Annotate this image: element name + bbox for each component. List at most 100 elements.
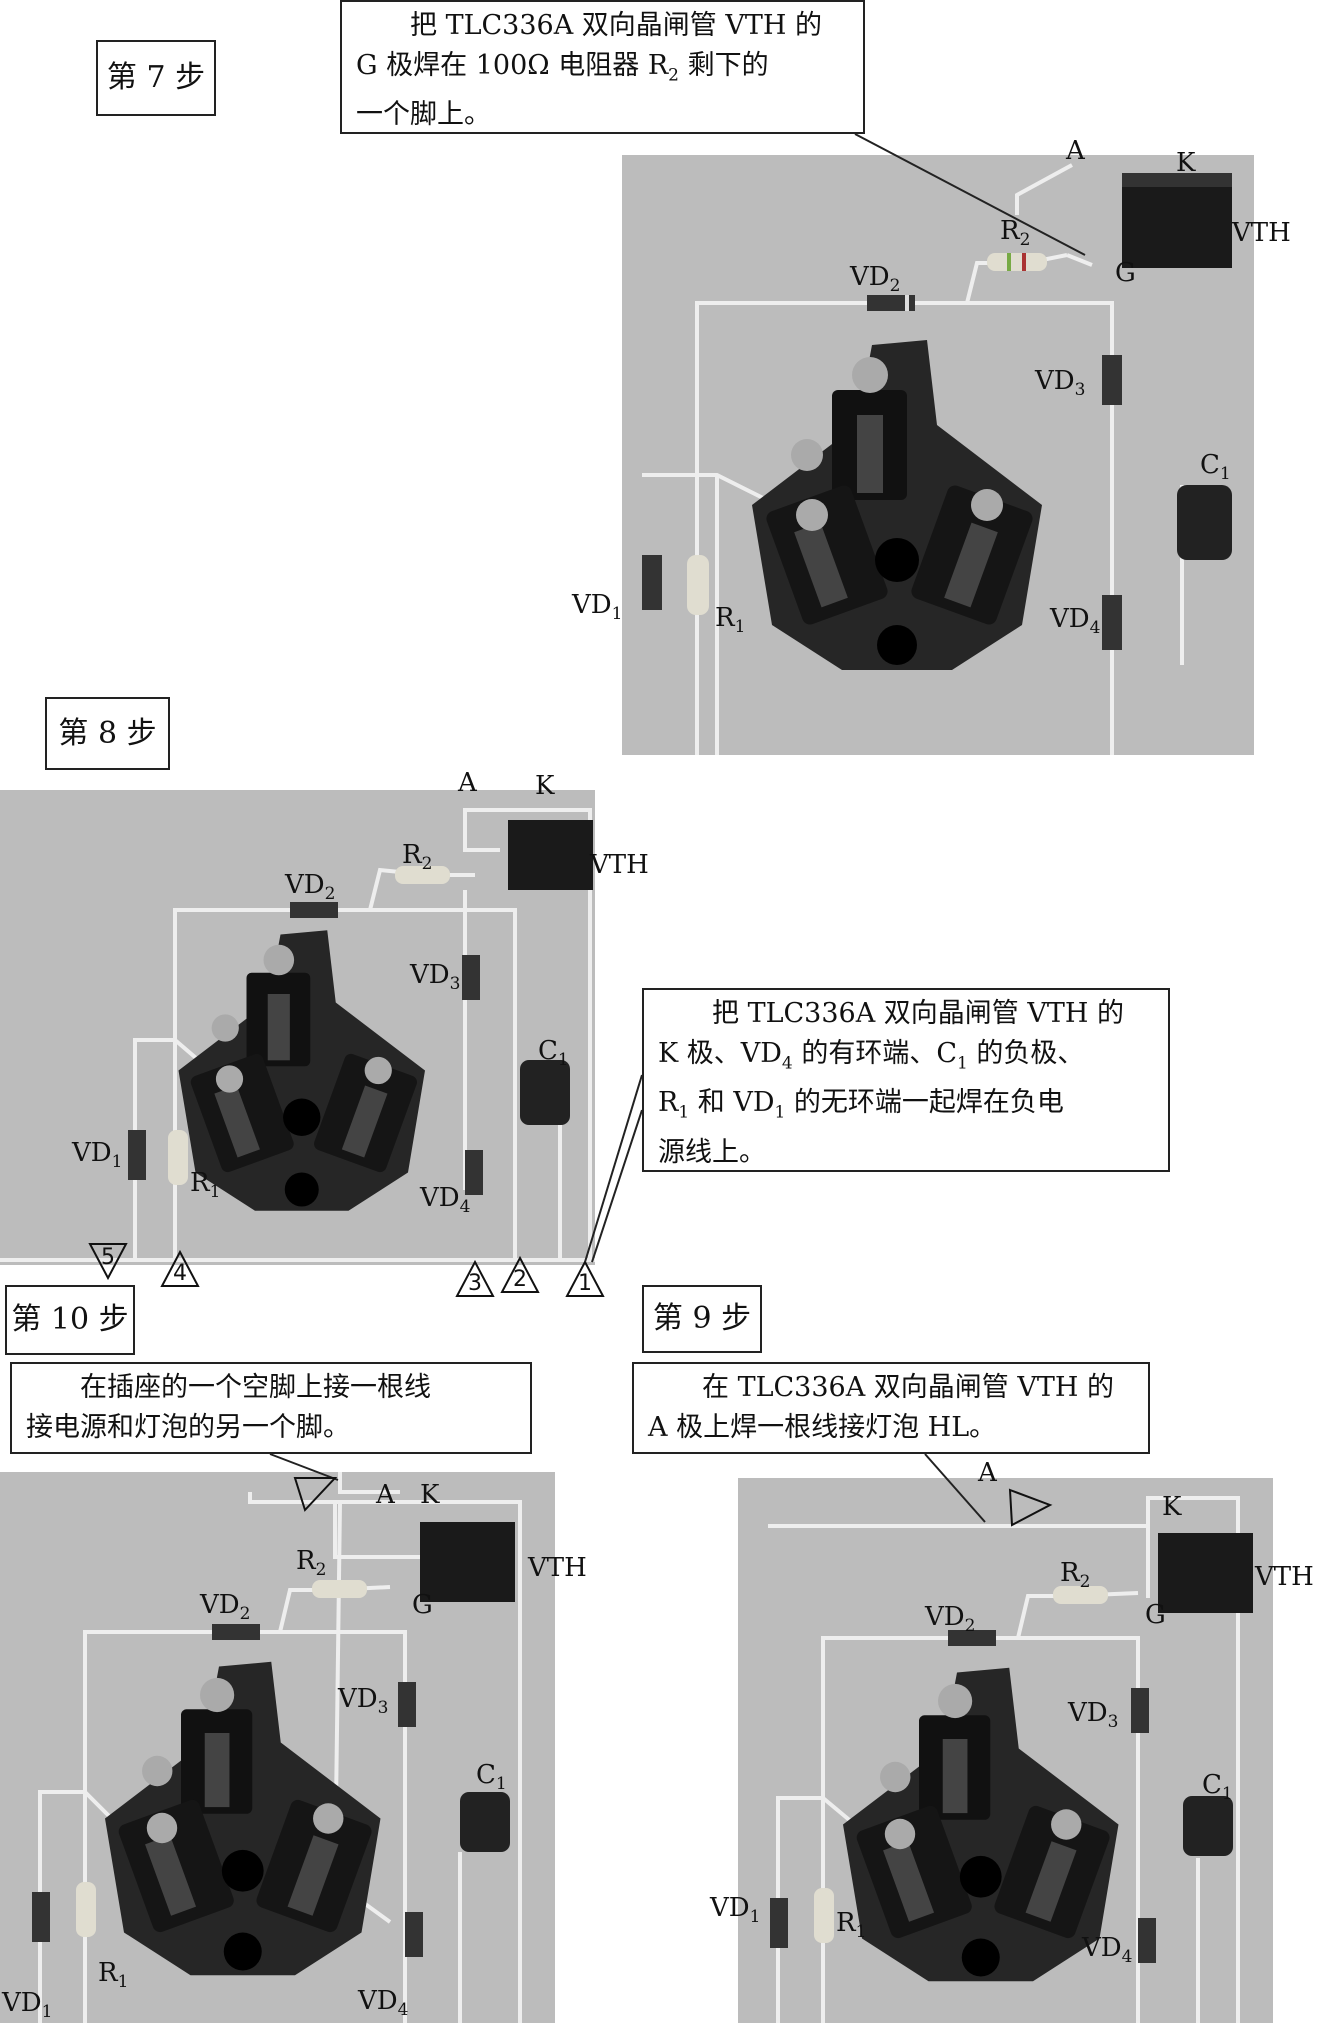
step9-label-VTH: VTH	[1255, 1562, 1314, 1592]
step8-vd2-diode	[290, 902, 338, 918]
step9-note-line1: 在 TLC336A 双向晶闸管 VTH 的	[702, 1372, 1115, 1403]
step9-label-R1: R1	[836, 1908, 867, 1943]
step8-label-C1: C1	[538, 1036, 569, 1071]
step7-label-G: G	[1115, 258, 1136, 288]
step10-vd3-diode	[398, 1682, 416, 1727]
step10-label-VD4: VD4	[358, 1986, 409, 2021]
step8-point-4: 4	[160, 1250, 200, 1288]
step8-vd1-diode	[128, 1130, 146, 1180]
step10-label-R1: R1	[98, 1958, 129, 1993]
step8-label-VD2: VD2	[285, 870, 336, 905]
step7-title: 第 7 步	[106, 60, 206, 95]
step10-note-line2: 接电源和灯泡的另一个脚。	[26, 1412, 350, 1443]
step7-vd4-diode	[1102, 595, 1122, 650]
step7-label-VD1: VD1	[572, 590, 623, 625]
step10-title-box: 第 10 步	[5, 1285, 135, 1355]
step9-title-box: 第 9 步	[642, 1285, 762, 1353]
step8-socket	[178, 930, 425, 1211]
step8-label-VD1: VD1	[72, 1138, 123, 1173]
step8-title: 第 8 步	[58, 715, 157, 751]
step10-photo	[0, 1472, 555, 2023]
step8-r1-resistor	[168, 1130, 188, 1185]
step7-vth-chip	[1122, 173, 1232, 268]
step10-label-A: A	[376, 1480, 395, 1510]
step10-vd4-diode	[405, 1912, 423, 1957]
step10-label-VD1: VD1	[2, 1988, 53, 2023]
step7-label-VD2: VD2	[850, 262, 901, 297]
step10-vth-chip	[420, 1522, 515, 1602]
step10-label-G: G	[412, 1590, 433, 1620]
step10-note-line1: 在插座的一个空脚上接一根线	[80, 1372, 431, 1403]
step7-note-line2c: 剩下的	[678, 50, 769, 81]
step10-title: 第 10 步	[11, 1302, 129, 1337]
step9-label-C1: C1	[1202, 1770, 1233, 1805]
step8-label-R2: R2	[402, 840, 433, 875]
step7-vd3-diode	[1102, 355, 1122, 405]
step7-vd2-diode	[867, 295, 915, 311]
step7-label-A: A	[1066, 136, 1085, 166]
step8-vth-chip	[508, 820, 593, 890]
step9-vth-chip	[1158, 1533, 1253, 1613]
step7-vd1-diode	[642, 555, 662, 610]
step9-vd2-diode	[948, 1630, 996, 1646]
step9-label-R2: R2	[1060, 1558, 1091, 1593]
step7-label-C1: C1	[1200, 450, 1231, 485]
step9-label-VD2: VD2	[925, 1602, 976, 1637]
step9-label-G: G	[1145, 1600, 1166, 1630]
step10-label-C1: C1	[476, 1760, 507, 1795]
step7-r1-resistor	[687, 555, 709, 615]
step7-title-box: 第 7 步	[96, 40, 216, 116]
step7-r2-resistor	[987, 253, 1047, 271]
step7-note: 把 TLC336A 双向晶闸管 VTH 的 G 极焊在 100Ω 电阻器 R2 …	[340, 0, 865, 134]
step8-note: 把 TLC336A 双向晶闸管 VTH 的 K 极、VD4 的有环端、C1 的负…	[642, 988, 1170, 1172]
step8-photo	[0, 790, 595, 1265]
step8-label-VTH: VTH	[590, 850, 649, 880]
step9-label-VD4: VD4	[1082, 1933, 1133, 1968]
step10-c1-capacitor	[460, 1792, 510, 1852]
step7-label-VD4: VD4	[1050, 604, 1101, 639]
step8-label-VD4: VD4	[420, 1183, 471, 1218]
step9-label-VD1: VD1	[710, 1893, 761, 1928]
step7-note-line2a: G 极焊在 100Ω 电阻器 R	[356, 50, 669, 81]
step10-label-VD3: VD3	[338, 1684, 389, 1719]
step8-c1-capacitor	[520, 1060, 570, 1125]
step7-label-K: K	[1176, 148, 1196, 178]
step9-note-line2: A 极上焊一根线接灯泡 HL。	[648, 1412, 997, 1443]
step8-point-5: 5	[88, 1242, 128, 1280]
step7-label-VD3: VD3	[1035, 366, 1086, 401]
step8-circuit	[0, 808, 595, 1262]
step9-vd3-diode	[1131, 1688, 1149, 1733]
step7-label-VTH: VTH	[1232, 218, 1291, 248]
step7-socket	[752, 340, 1042, 670]
step10-label-R2: R2	[296, 1546, 327, 1581]
step8-note-line4: 源线上。	[658, 1136, 766, 1168]
step10-label-VD2: VD2	[200, 1590, 251, 1625]
step10-note: 在插座的一个空脚上接一根线 接电源和灯泡的另一个脚。	[10, 1362, 532, 1454]
step10-circuit	[32, 1472, 522, 2023]
step7-label-R2: R2	[1000, 216, 1031, 251]
step9-label-VD3: VD3	[1068, 1698, 1119, 1733]
step9-c1-capacitor	[1183, 1796, 1233, 1856]
step9-label-A: A	[978, 1458, 997, 1488]
step7-note-line2b: 2	[668, 65, 679, 86]
step7-note-line1: 把 TLC336A 双向晶闸管 VTH 的	[410, 10, 823, 41]
step9-r1-resistor	[814, 1888, 834, 1943]
step10-label-K: K	[420, 1480, 440, 1510]
step9-r2-resistor	[1053, 1586, 1108, 1604]
step7-note-line3: 一个脚上。	[356, 99, 491, 131]
step8-label-K: K	[535, 771, 555, 801]
step8-note-line1: 把 TLC336A 双向晶闸管 VTH 的	[712, 998, 1125, 1029]
step7-photo	[622, 155, 1254, 755]
step10-r2-resistor	[312, 1580, 367, 1598]
step9-label-K: K	[1162, 1492, 1182, 1522]
step8-label-A: A	[458, 768, 477, 798]
step8-point-1: 1	[565, 1260, 605, 1298]
step8-vd4-diode	[465, 1150, 483, 1195]
step7-circuit	[642, 163, 1232, 755]
step10-vd2-diode	[212, 1624, 260, 1640]
step8-r2-resistor	[395, 866, 450, 884]
step7-c1-capacitor	[1177, 485, 1232, 560]
step8-label-R1: R1	[190, 1168, 221, 1203]
step7-label-R1: R1	[715, 603, 746, 638]
step10-r1-resistor	[76, 1882, 96, 1937]
